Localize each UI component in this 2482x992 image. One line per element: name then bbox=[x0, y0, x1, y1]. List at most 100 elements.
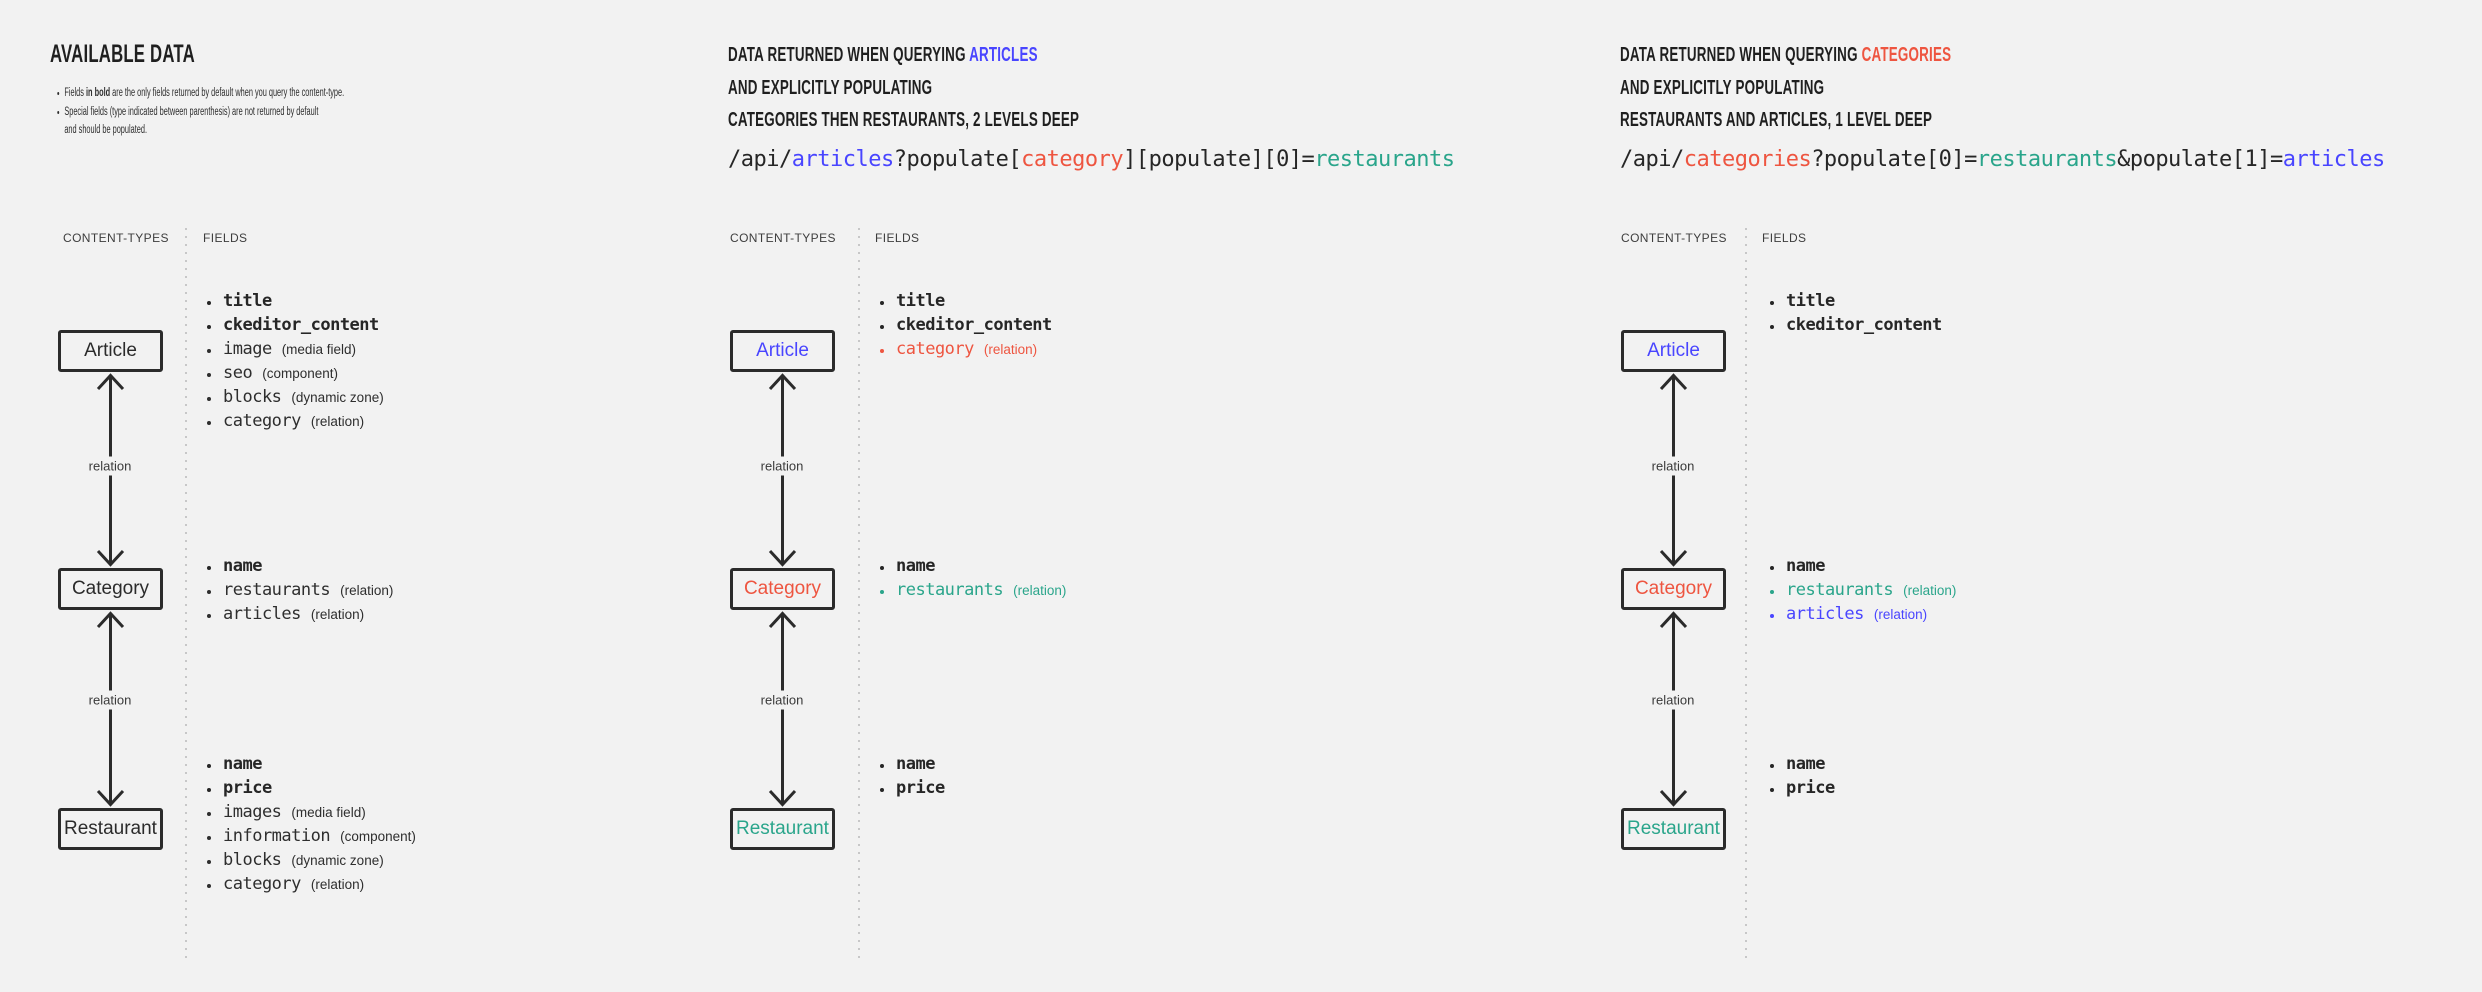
content-type-name: Article bbox=[84, 340, 137, 361]
content-types-label: CONTENT-TYPES bbox=[63, 231, 169, 245]
bullet-icon bbox=[207, 566, 211, 570]
code-segment: category bbox=[1021, 147, 1124, 172]
note-text: Fields bbox=[64, 87, 86, 99]
field-name: blocks bbox=[223, 387, 282, 407]
field-name: ckeditor_content bbox=[896, 315, 1052, 335]
fields-label: FIELDS bbox=[1762, 231, 1807, 245]
field-item: title bbox=[1768, 291, 1952, 315]
dotted-divider bbox=[858, 228, 860, 962]
bullet-icon bbox=[880, 325, 884, 329]
field-item: restaurants(relation) bbox=[205, 580, 393, 604]
api-query-code: /api/articles?populate[category][populat… bbox=[728, 147, 1455, 172]
field-item: ckeditor_content bbox=[1768, 315, 1952, 339]
field-item: ckeditor_content bbox=[205, 315, 389, 339]
field-name: title bbox=[223, 291, 272, 311]
heading-highlight: ARTICLES bbox=[969, 44, 1038, 66]
fields-list-category: name restaurants(relation) bbox=[878, 556, 1066, 604]
content-type-name: Category bbox=[1634, 578, 1713, 599]
heading-line: DATA RETURNED WHEN QUERYING CATEGORIES bbox=[1620, 39, 1951, 72]
field-item: articles (relation) bbox=[1768, 604, 1956, 628]
field-item: information(component) bbox=[205, 826, 416, 850]
field-type: (relation) bbox=[983, 342, 1038, 357]
field-name: category bbox=[223, 411, 301, 431]
relation-label: relation bbox=[1645, 456, 1701, 476]
field-type: (relation) bbox=[1873, 607, 1928, 622]
code-segment: /api/ bbox=[1620, 147, 1684, 172]
field-name: articles bbox=[1786, 604, 1864, 624]
relation-label: relation bbox=[754, 690, 810, 710]
bullet-icon bbox=[880, 301, 884, 305]
code-segment: &populate[1]= bbox=[2117, 147, 2283, 172]
bullet-icon bbox=[1770, 566, 1774, 570]
note-item: Fields in bold are the only fields retur… bbox=[56, 84, 344, 103]
code-segment: articles bbox=[791, 147, 894, 172]
heading-text: DATA RETURNED WHEN QUERYING bbox=[1620, 44, 1862, 66]
panel-heading-articles: DATA RETURNED WHEN QUERYING ARTICLES AND… bbox=[728, 39, 1079, 137]
field-type: (relation) bbox=[310, 877, 365, 892]
field-item: title bbox=[205, 291, 389, 315]
content-type-name: Restaurant bbox=[736, 818, 829, 839]
heading-line: AND EXPLICITLY POPULATING bbox=[728, 76, 933, 99]
fields-list-category: name restaurants(relation) articles(rela… bbox=[205, 556, 393, 628]
bullet-icon bbox=[207, 349, 211, 353]
fields-list-article: title ckeditor_content category(relation… bbox=[878, 291, 1062, 363]
bullet-icon bbox=[880, 764, 884, 768]
content-type-name: Category bbox=[71, 578, 150, 599]
field-item: name bbox=[205, 754, 416, 778]
content-type-box-category: Category bbox=[730, 568, 835, 610]
bullet-icon bbox=[207, 373, 211, 377]
fields-list-article: title ckeditor_content image(media field… bbox=[205, 291, 389, 435]
field-item: blocks(dynamic zone) bbox=[205, 850, 416, 874]
field-name: category bbox=[896, 339, 974, 359]
field-name: name bbox=[1786, 556, 1825, 576]
code-segment: ?populate[ bbox=[893, 147, 1022, 172]
code-segment: articles bbox=[2282, 147, 2385, 172]
content-type-box-article: Article bbox=[1621, 330, 1726, 372]
note-item: Special fields (type indicated between p… bbox=[56, 103, 344, 140]
field-item: name bbox=[878, 556, 1066, 580]
bullet-icon bbox=[207, 325, 211, 329]
field-name: category bbox=[223, 874, 301, 894]
field-name: ckeditor_content bbox=[1786, 315, 1942, 335]
field-name: name bbox=[1786, 754, 1825, 774]
field-item: ckeditor_content bbox=[878, 315, 1062, 339]
bullet-icon bbox=[207, 860, 211, 864]
field-name: image bbox=[223, 339, 272, 359]
field-name: name bbox=[896, 556, 935, 576]
fields-list-restaurant: name price images(media field) informati… bbox=[205, 754, 416, 898]
bullet-icon bbox=[880, 788, 884, 792]
field-item: price bbox=[878, 778, 955, 802]
field-name: price bbox=[896, 778, 945, 798]
bullet-icon bbox=[1770, 301, 1774, 305]
fields-list-restaurant: name price bbox=[1768, 754, 1845, 802]
relation-label: relation bbox=[1645, 690, 1701, 710]
code-segment: ][populate][0]= bbox=[1123, 147, 1315, 172]
note-text: Special fields (type indicated between p… bbox=[64, 105, 319, 118]
content-type-box-article: Article bbox=[58, 330, 163, 372]
content-types-label: CONTENT-TYPES bbox=[1621, 231, 1727, 245]
heading-line: RESTAURANTS AND ARTICLES, 1 LEVEL DEEP bbox=[1620, 109, 1933, 131]
fields-list-restaurant: name price bbox=[878, 754, 955, 802]
field-item: price bbox=[205, 778, 416, 802]
field-name: name bbox=[223, 556, 262, 576]
field-item: images(media field) bbox=[205, 802, 416, 826]
relation-label: relation bbox=[82, 690, 138, 710]
heading-text: DATA RETURNED WHEN QUERYING bbox=[728, 44, 970, 66]
field-name: articles bbox=[223, 604, 301, 624]
note-text: and should be populated. bbox=[64, 124, 147, 136]
code-segment: categories bbox=[1683, 147, 1812, 172]
fields-label: FIELDS bbox=[203, 231, 248, 245]
page-title: AVAILABLE DATA bbox=[50, 40, 195, 68]
field-item: category (relation) bbox=[205, 874, 416, 898]
field-name: restaurants bbox=[223, 580, 331, 600]
field-type: (relation) bbox=[1903, 583, 1957, 598]
field-item: articles(relation) bbox=[205, 604, 393, 628]
field-name: price bbox=[1786, 778, 1835, 798]
relation-label: relation bbox=[754, 456, 810, 476]
relation-label: relation bbox=[82, 456, 138, 476]
note-text: are the only fields returned by default … bbox=[110, 87, 345, 99]
field-type: (relation) bbox=[310, 414, 365, 429]
field-item: price bbox=[1768, 778, 1845, 802]
field-item: image(media field) bbox=[205, 339, 389, 363]
dotted-divider bbox=[1745, 228, 1747, 962]
